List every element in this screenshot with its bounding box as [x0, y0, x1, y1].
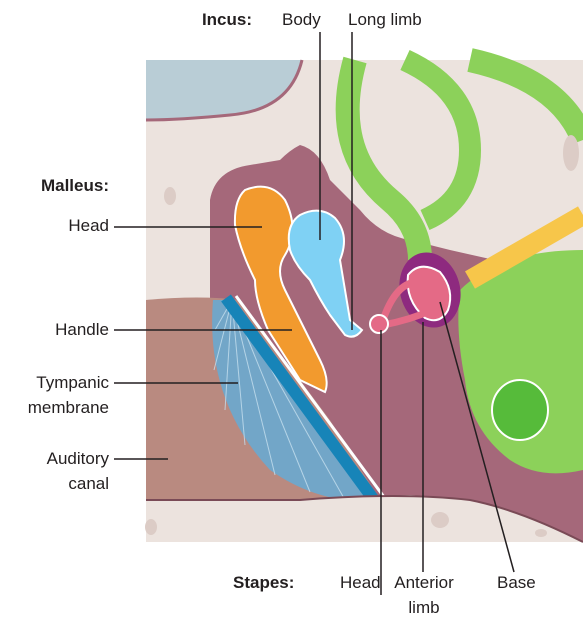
- tympanic-membrane-label-line2: membrane: [28, 398, 109, 418]
- round-window: [492, 380, 548, 440]
- stapes-head-label: Head: [340, 573, 381, 593]
- auditory-canal-label-line2: canal: [68, 474, 109, 494]
- incus-long-limb-label: Long limb: [348, 10, 422, 30]
- stapes-group-label: Stapes:: [233, 573, 294, 593]
- tympanic-membrane-label-line1: Tympanic: [36, 373, 109, 393]
- stapes-anterior-limb-label-line1: Anterior: [392, 573, 456, 593]
- incus-body-label: Body: [282, 10, 321, 30]
- incus-group-label: Incus:: [202, 10, 252, 30]
- stapes-base-label: Base: [497, 573, 536, 593]
- auditory-canal-label-line1: Auditory: [47, 449, 109, 469]
- malleus-group-label: Malleus:: [41, 176, 109, 196]
- malleus-handle-label: Handle: [55, 320, 109, 340]
- malleus-head-label: Head: [68, 216, 109, 236]
- stapes-head: [370, 315, 388, 333]
- stapes-anterior-limb-label-line2: limb: [392, 598, 456, 618]
